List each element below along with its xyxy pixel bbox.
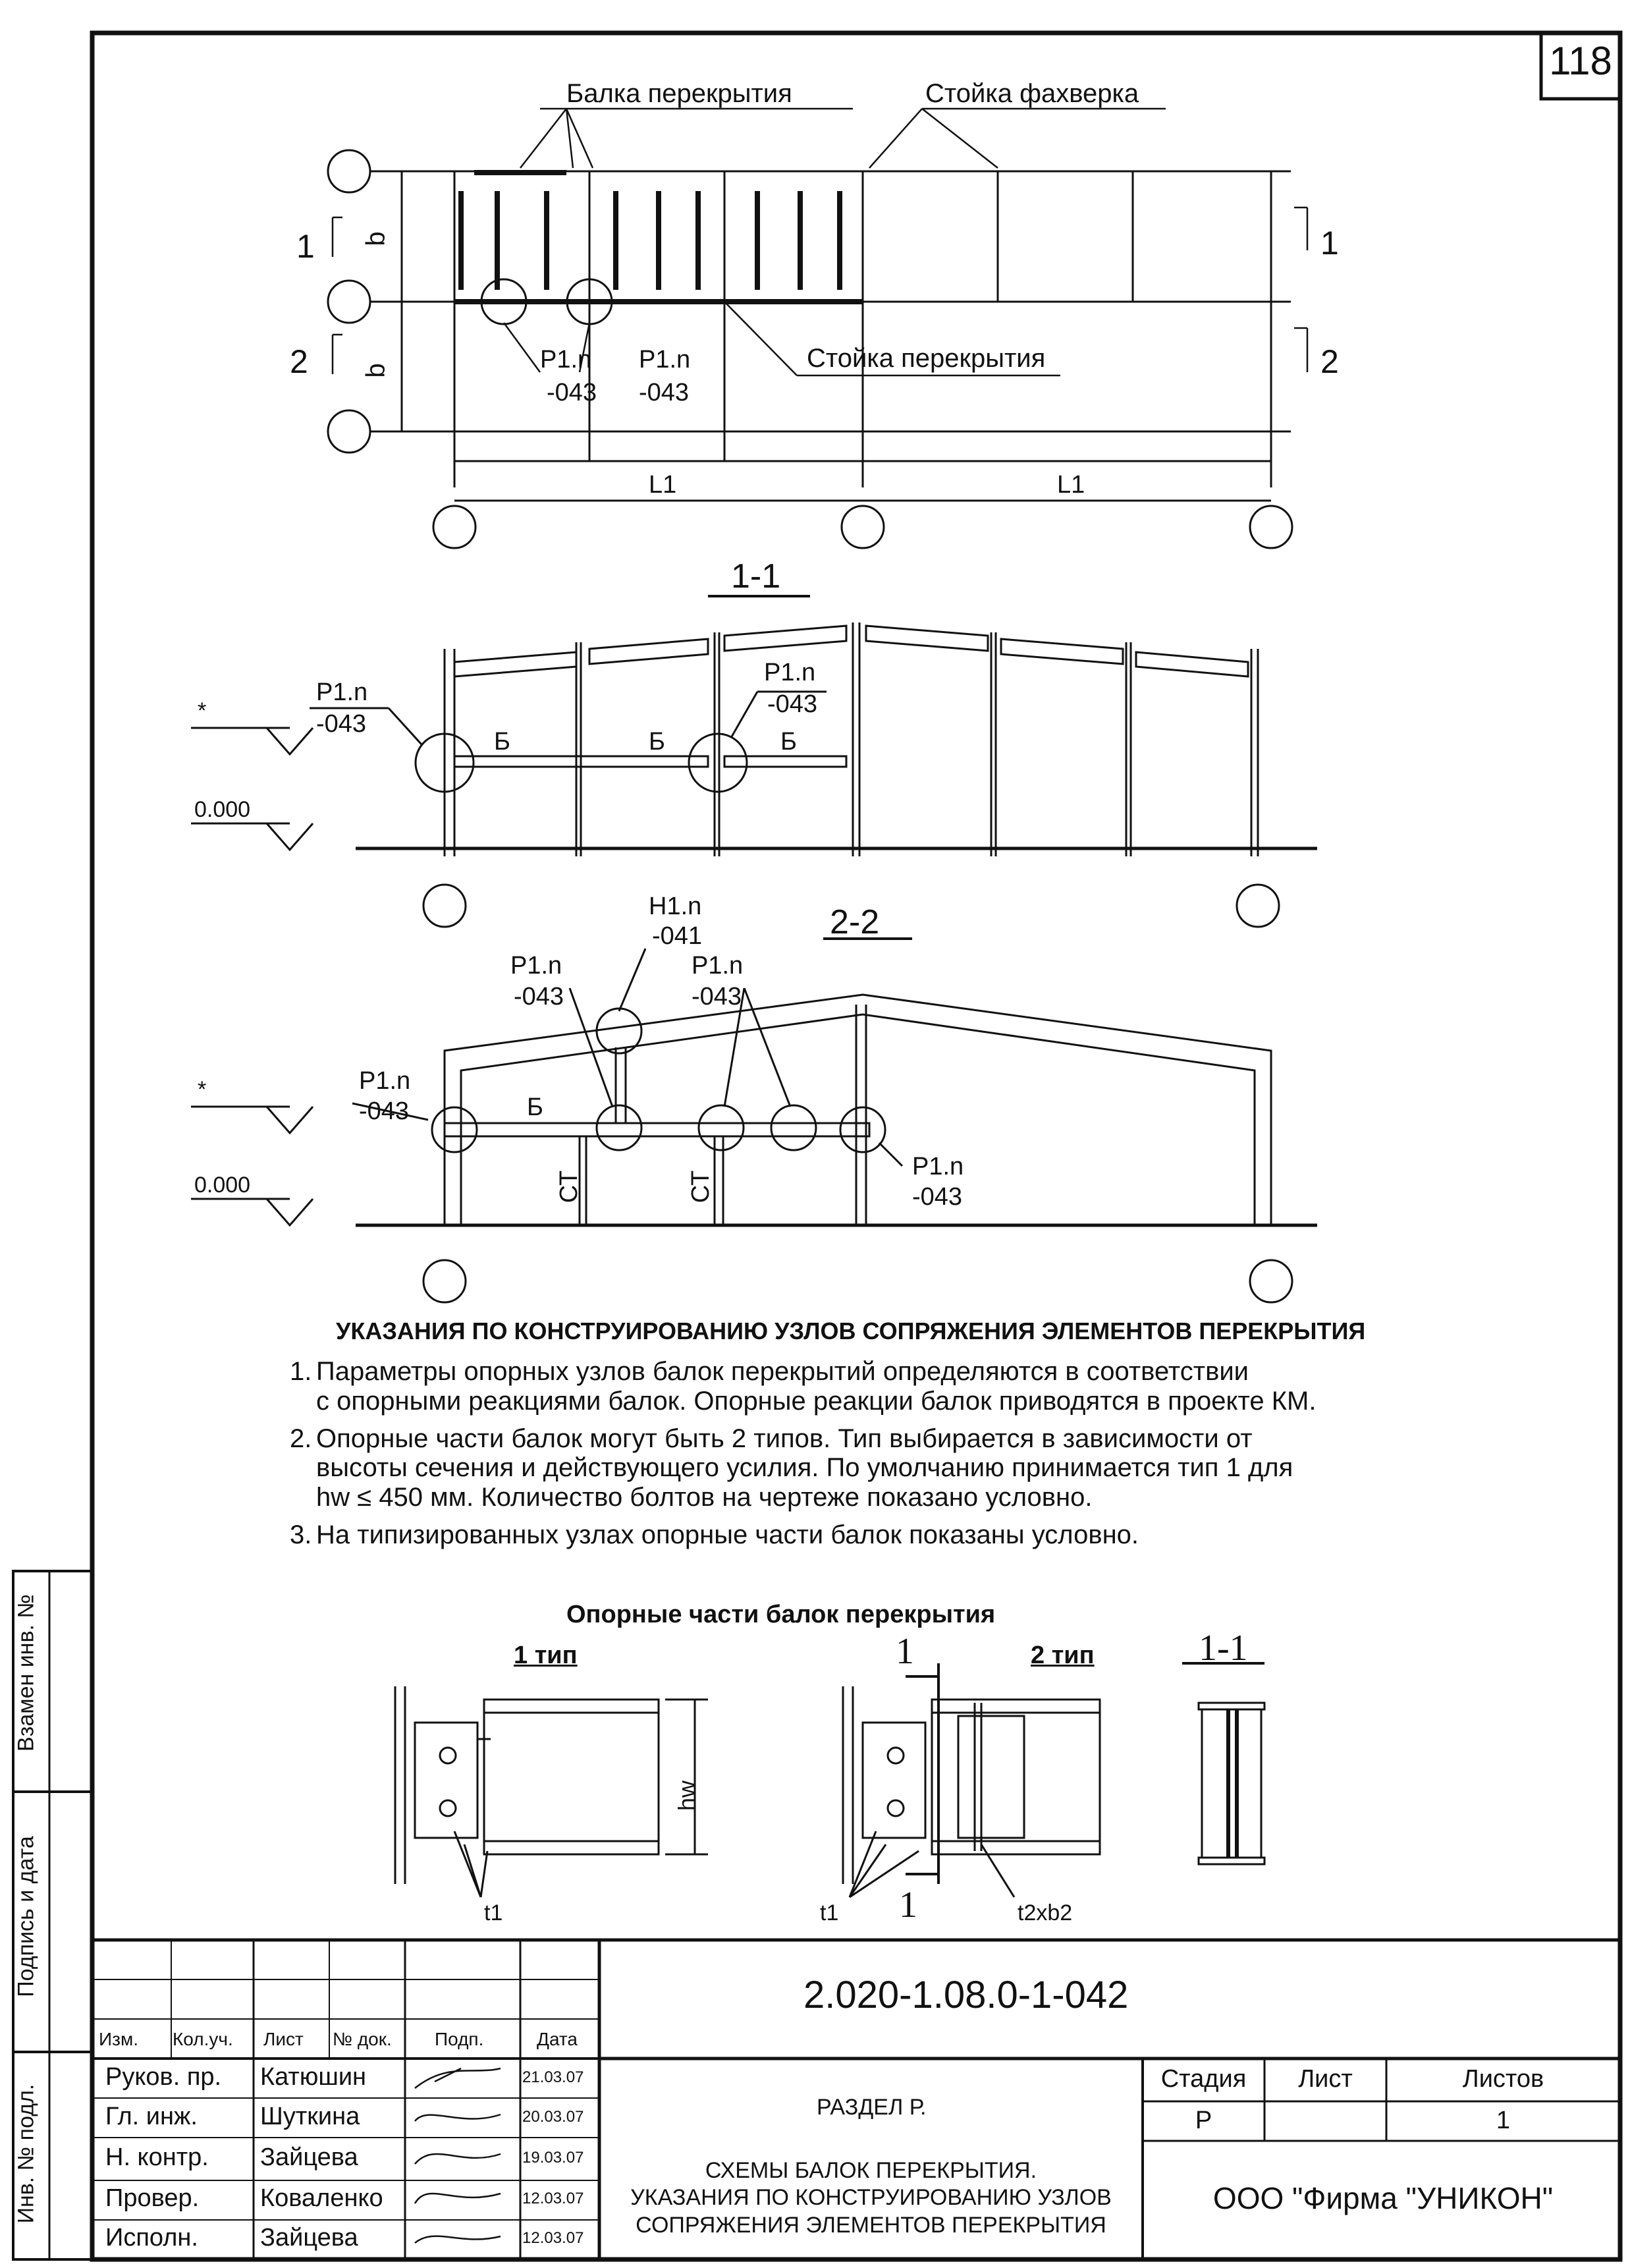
s22-level-star: *	[198, 1077, 207, 1102]
staff-role: Н. контр.	[105, 2144, 209, 2171]
staff-name: Зайцева	[260, 2144, 358, 2171]
section-mark-1-right: 1	[1320, 225, 1339, 262]
support-section-title: 1-1	[1199, 1628, 1248, 1669]
s22-node-right-code: -043	[912, 1183, 963, 1211]
s11-node-left-code: -043	[316, 710, 367, 738]
note-item: 2.Опорные части балок могут быть 2 типов…	[290, 1424, 1293, 1512]
sheet-label: Лист	[1298, 2065, 1353, 2093]
s11-level-zero: 0.000	[194, 797, 251, 822]
label-post-facade: Стойка фахверка	[925, 79, 1139, 108]
plan-node-b: Р1.n	[639, 346, 691, 373]
staff-role: Гл. инж.	[105, 2103, 198, 2130]
col-header: Подп.	[435, 2029, 484, 2049]
stage-value: Р	[1195, 2107, 1212, 2134]
label-t2xb2: t2xb2	[1018, 1900, 1073, 1925]
s22-node-left-code: -043	[359, 1097, 410, 1125]
signatures	[414, 2067, 501, 2244]
dim-l1-right: L1	[1057, 471, 1085, 499]
staff-role: Руков. пр.	[105, 2063, 222, 2091]
cut-mark-top: 1	[896, 1631, 914, 1672]
staff-name: Коваленко	[260, 2184, 383, 2212]
staff-date: 19.03.07	[522, 2149, 584, 2167]
staff-date: 21.03.07	[522, 2068, 584, 2086]
support-type-1: 1 тип	[514, 1642, 578, 1669]
s22-node-a: Р1.n	[510, 952, 562, 980]
section-2-2-title: 2-2	[830, 903, 880, 941]
section-1-1-title: 1-1	[731, 557, 781, 595]
stage-label: Стадия	[1160, 2065, 1247, 2093]
s22-node-h1-code: -041	[652, 922, 703, 950]
s11-node-right-code: -043	[767, 690, 818, 718]
cut-mark-bottom: 1	[899, 1885, 917, 1925]
col-header: Лист	[263, 2029, 304, 2049]
section-mark-2-right: 2	[1320, 343, 1339, 380]
label-post-floor: Стойка перекрытия	[807, 344, 1046, 373]
col-header: Кол.уч.	[173, 2029, 233, 2049]
s22-node-left: Р1.n	[359, 1067, 411, 1095]
s22-node-h1: Н1.n	[649, 893, 702, 920]
staff-date: 20.03.07	[522, 2108, 584, 2126]
section-mark-1-left: 1	[296, 228, 315, 265]
supports-title: Опорные части балок перекрытия	[566, 1601, 996, 1628]
label-t1-type1: t1	[484, 1900, 503, 1925]
s22-node-b-code: -043	[692, 983, 742, 1010]
staff-name: Катюшин	[260, 2063, 367, 2091]
s11-beam-label: Б	[494, 728, 510, 756]
col-header: Изм.	[99, 2029, 138, 2049]
staff-role: Исполн.	[105, 2224, 198, 2252]
staff-date: 12.03.07	[522, 2229, 584, 2247]
s22-node-b: Р1.n	[692, 952, 744, 980]
section-mark-2-left: 2	[290, 343, 308, 380]
staff-date: 12.03.07	[522, 2190, 584, 2207]
note-item: 3.На типизированных узлах опорные части …	[290, 1520, 1139, 1549]
note-item: 1.Параметры опорных узлов балок перекрыт…	[290, 1357, 1317, 1416]
label-beam: Балка перекрытия	[566, 79, 792, 108]
plan-node-a-code: -043	[547, 379, 597, 406]
support-type-2: 2 тип	[1031, 1642, 1095, 1669]
dim-l1-left: L1	[649, 471, 677, 499]
sheet-title: СХЕМЫ БАЛОК ПЕРЕКРЫТИЯ. УКАЗАНИЯ ПО КОНС…	[630, 2158, 1112, 2238]
notes-list: 1.Параметры опорных узлов балок перекрыт…	[290, 1357, 1423, 1558]
staff-name: Зайцева	[260, 2224, 358, 2252]
sheets-label: Листов	[1462, 2065, 1544, 2093]
doc-code: 2.020-1.08.0-1-042	[803, 1974, 1129, 2016]
company-name: ООО "Фирма "УНИКОН"	[1212, 2181, 1554, 2215]
sheets-value: 1	[1496, 2107, 1511, 2134]
s22-beam-label: Б	[527, 1093, 543, 1121]
s11-beam-label: Б	[780, 728, 797, 756]
s22-node-a-code: -043	[514, 983, 564, 1010]
col-header: № док.	[333, 2029, 392, 2049]
s11-beam-label: Б	[649, 728, 665, 756]
label-t1-type2: t1	[820, 1900, 839, 1925]
section-label: РАЗДЕЛ Р.	[817, 2095, 927, 2120]
s22-level-zero: 0.000	[194, 1173, 251, 1198]
notes-heading: УКАЗАНИЯ ПО КОНСТРУИРОВАНИЮ УЗЛОВ СОПРЯЖ…	[336, 1317, 1366, 1344]
col-header: Дата	[537, 2029, 578, 2049]
staff-role: Провер.	[105, 2184, 200, 2212]
sheet-number: 118	[1549, 39, 1612, 83]
s22-node-right: Р1.n	[912, 1153, 964, 1180]
plan-node-b-code: -043	[639, 379, 690, 406]
plan-node-a: Р1.n	[540, 346, 592, 373]
s11-level-star: *	[198, 698, 207, 723]
s11-node-left: Р1.n	[316, 678, 368, 706]
s11-node-right: Р1.n	[764, 659, 816, 686]
staff-name: Шуткина	[260, 2103, 360, 2130]
